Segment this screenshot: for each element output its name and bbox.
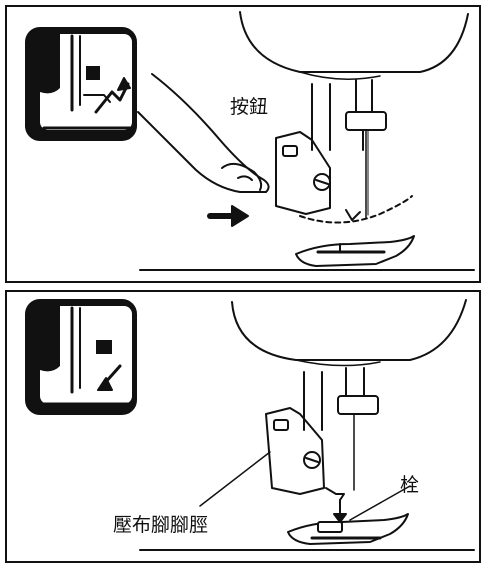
right-arrow-icon <box>207 205 249 227</box>
presser-foot-shank-label: 壓布腳腳脛 <box>113 514 209 536</box>
sewing-foot-release-icon <box>25 27 137 141</box>
pin-label: 栓 <box>400 474 420 496</box>
sewing-foot-attach-icon <box>25 299 137 415</box>
down-arrow-icon <box>333 499 347 523</box>
button-label: 按鈕 <box>230 96 269 118</box>
